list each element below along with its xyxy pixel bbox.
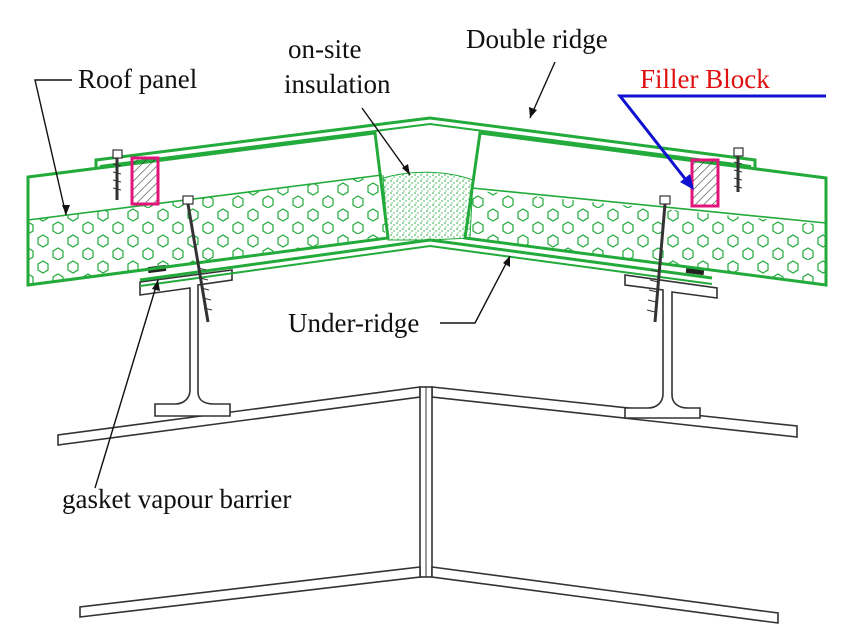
label-gasket-vapour-barrier: gasket vapour barrier [62, 484, 291, 514]
on-site-insulation-fill [382, 171, 474, 241]
label-filler-block: Filler Block [640, 64, 770, 94]
label-on-site: on-site [288, 34, 362, 64]
lower-rafter-frame [57, 386, 798, 624]
right-roof-panel [463, 131, 828, 287]
label-insulation: insulation [284, 69, 391, 99]
right-top-screw [733, 147, 744, 192]
left-purlin-screw [182, 195, 213, 323]
right-purlin-screw [646, 195, 671, 323]
filler-block-arrow [616, 94, 826, 190]
left-top-screw [112, 149, 123, 200]
left-roof-panel [26, 131, 390, 287]
label-roof-panel: Roof panel [78, 64, 197, 94]
double-ridge-flashing [94, 116, 757, 168]
label-under-ridge: Under-ridge [288, 308, 419, 338]
leader-lines [34, 61, 556, 489]
label-double-ridge: Double ridge [466, 24, 608, 54]
right-purlin [624, 274, 718, 419]
right-filler-block [690, 158, 720, 208]
under-ridge-flashing [139, 238, 713, 287]
left-filler-block [130, 156, 160, 206]
